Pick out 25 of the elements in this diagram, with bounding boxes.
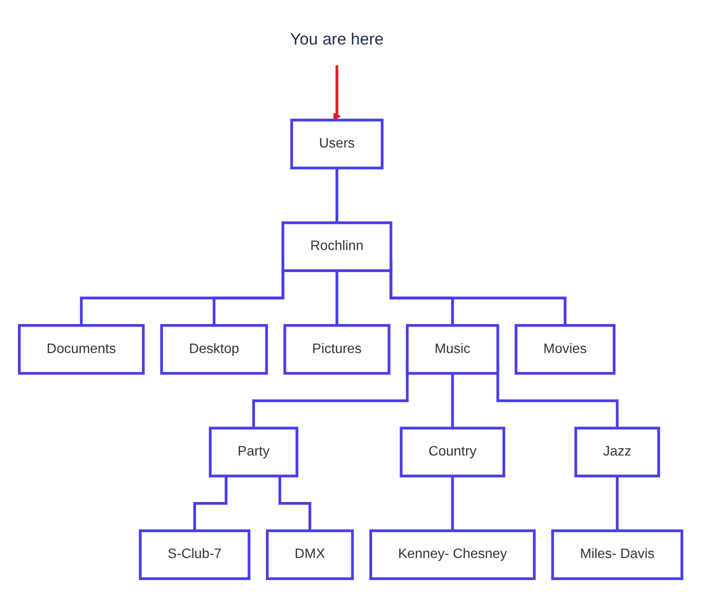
node-box xyxy=(406,324,500,375)
folder-tree-diagram: Users Rochlinn Documents Desktop Pictures Music Movies Party Country Jazz S-Club-7 DMX Kenney- Chesney Miles- Davis You are here xyxy=(12,6,690,586)
node-box xyxy=(290,118,384,170)
connector xyxy=(194,476,228,532)
node-box xyxy=(282,221,393,272)
node-box xyxy=(552,529,684,580)
node-text: You are here xyxy=(290,30,384,48)
connector xyxy=(616,476,619,532)
connector xyxy=(452,476,454,532)
node-box xyxy=(400,426,506,478)
connector xyxy=(336,270,339,327)
node-box xyxy=(209,426,299,478)
node-box xyxy=(266,529,354,580)
connector xyxy=(213,269,285,327)
node-box xyxy=(160,324,268,375)
connector xyxy=(336,168,339,224)
node-box xyxy=(574,426,660,478)
arrow xyxy=(333,65,342,120)
connector xyxy=(452,373,454,430)
node-box xyxy=(370,529,536,580)
node-box xyxy=(515,324,616,375)
node-box xyxy=(284,324,391,375)
node-box xyxy=(139,529,251,580)
connector xyxy=(278,476,312,532)
node-box xyxy=(18,324,146,375)
